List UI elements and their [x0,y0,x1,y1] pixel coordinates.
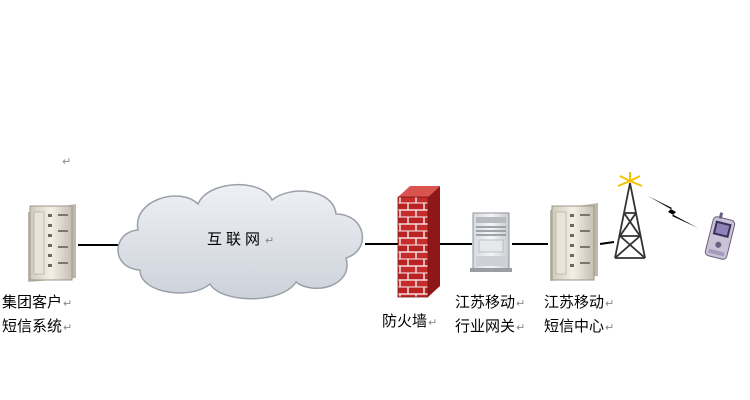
gateway-label-line2: 行业网关 [455,317,516,335]
gateway-label-line1: 江苏移动 [455,293,516,311]
sms-center-label-line1: 江苏移动 [544,293,605,311]
radio-tower-icon [614,172,646,259]
paragraph-mark: ↵ [265,234,279,247]
gateway-server-icon [470,212,512,272]
internet-label-row: 互联网↵ [207,228,278,252]
wireless-signal-icon [648,196,698,228]
client-label: 集团客户↵ 短信系统↵ [2,291,72,339]
sms-center-label-line2: 短信中心 [544,317,605,335]
paragraph-mark: ↵ [62,155,72,168]
client-label-line2: 短信系统 [2,317,63,335]
client-label-line1: 集团客户 [2,293,63,311]
paragraph-mark: ↵ [605,321,615,334]
client-server-icon [28,204,76,282]
paragraph-mark: ↵ [516,321,526,334]
firewall-label: 防火墙 [382,312,428,330]
mobile-phone-icon [704,212,736,260]
paragraph-mark: ↵ [605,297,615,310]
firewall-icon [397,186,440,298]
gateway-label: 江苏移动↵ 行业网关↵ [455,291,525,339]
paragraph-mark: ↵ [63,297,73,310]
sms-center-server-icon [550,203,598,281]
firewall-label-row: 防火墙↵ [382,310,437,334]
internet-label: 互联网 [207,230,265,248]
sms-center-label: 江苏移动↵ 短信中心↵ [544,291,614,339]
paragraph-mark: ↵ [516,297,526,310]
paragraph-mark: ↵ [63,321,73,334]
paragraph-mark: ↵ [428,316,438,329]
internet-cloud-icon [117,183,364,300]
link-smsc-tower [599,241,615,245]
